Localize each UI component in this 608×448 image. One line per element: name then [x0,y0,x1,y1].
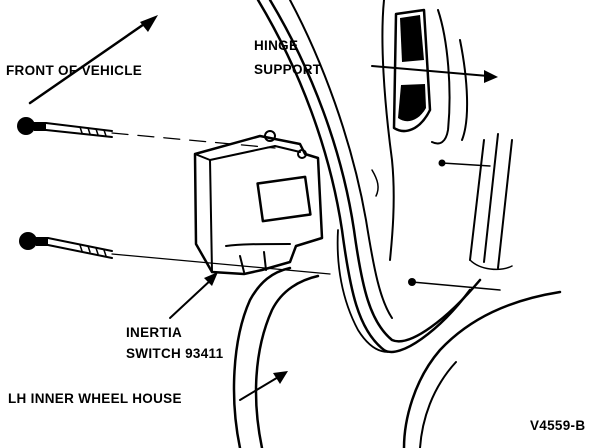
wheel-house-label: LH INNER WHEEL HOUSE [8,391,182,406]
support-label: SUPPORT [254,62,322,77]
wheel-house-leader [239,371,288,401]
front-of-vehicle-arrow-icon [28,15,158,105]
wheel-house-outline [232,266,562,448]
hinge-label: HINGE [254,38,298,53]
inertia-switch-body [193,130,324,276]
hinge-support-leader [371,65,498,83]
inertia-label: INERTIA [126,325,182,340]
mounting-bolt-upper [17,117,276,149]
hinge-support-panel [256,0,513,354]
front-of-vehicle-label: FRONT OF VEHICLE [6,63,142,78]
inertia-switch-leader [169,272,218,319]
mounting-bolt-lower [19,232,331,275]
switch-number-label: SWITCH 93411 [126,346,224,361]
figure-code-label: V4559-B [530,418,585,433]
